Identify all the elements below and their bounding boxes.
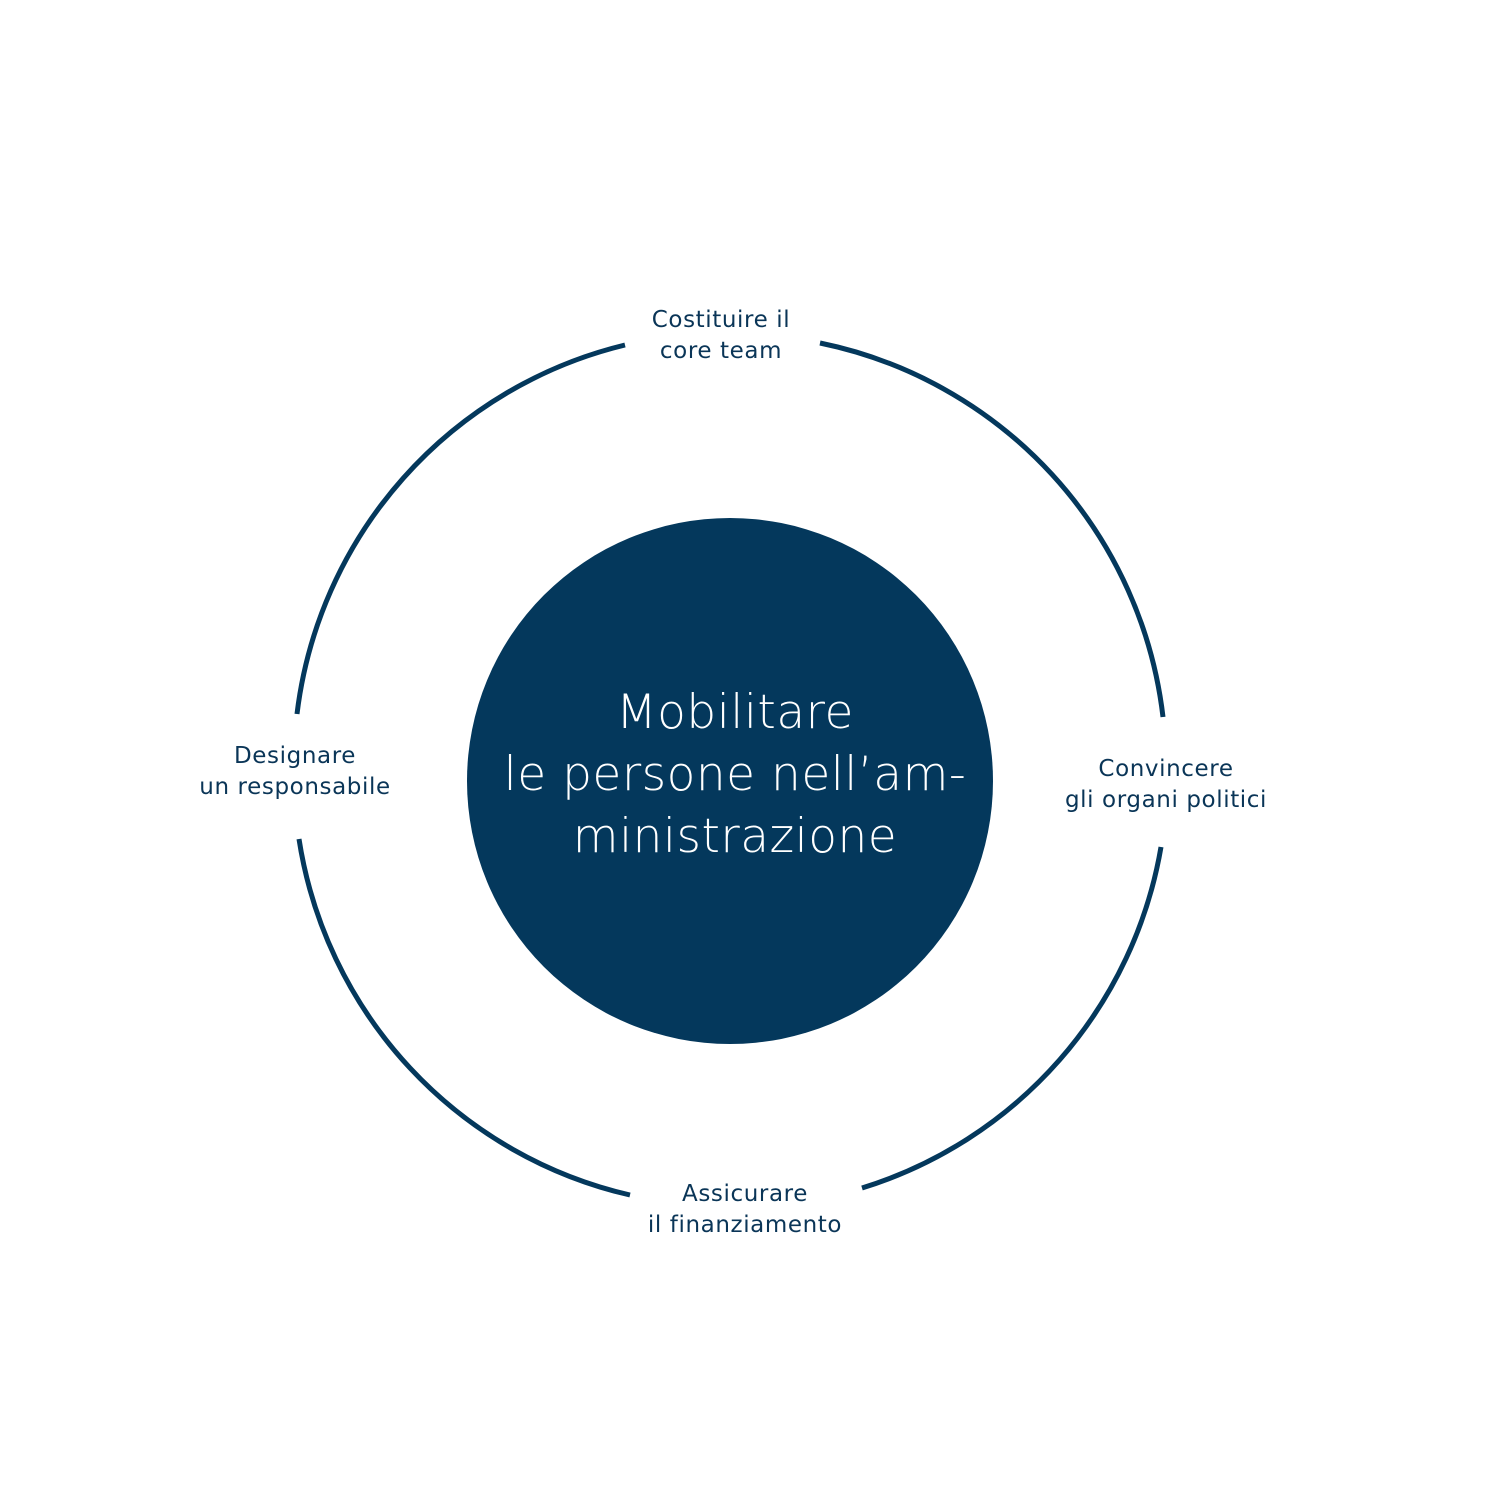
center-circle: [467, 518, 993, 1044]
ring-arc-top-right: [819, 340, 1166, 718]
ring-arc-bottom-right: [861, 846, 1164, 1191]
node-label-right: Convincere gli organi politici: [1065, 754, 1267, 816]
node-bottom-line-1: Assicurare: [682, 1181, 808, 1207]
node-right-line-1: Convincere: [1098, 756, 1234, 782]
ring-arc-bottom-left: [296, 838, 631, 1198]
node-label-top: Costituire il core team: [652, 305, 791, 367]
center-title-line-2: le persone nell’am-: [503, 747, 967, 802]
node-top-line-1: Costituire il: [651, 307, 791, 333]
ring-arc-top-left: [294, 342, 626, 715]
node-left-line-1: Designare: [233, 743, 356, 769]
node-label-bottom: Assicurare il finanziamento: [648, 1179, 842, 1241]
node-top-line-2: core team: [659, 338, 783, 364]
node-left-line-2: un responsabile: [199, 774, 391, 800]
center-title: Mobilitare le persone nell’am- ministraz…: [504, 682, 967, 868]
center-title-line-3: ministrazione: [572, 809, 898, 864]
node-right-line-2: gli organi politici: [1064, 787, 1268, 813]
center-title-line-1: Mobilitare: [616, 685, 854, 740]
node-bottom-line-2: il finanziamento: [647, 1212, 843, 1238]
node-label-left: Designare un responsabile: [199, 741, 390, 803]
